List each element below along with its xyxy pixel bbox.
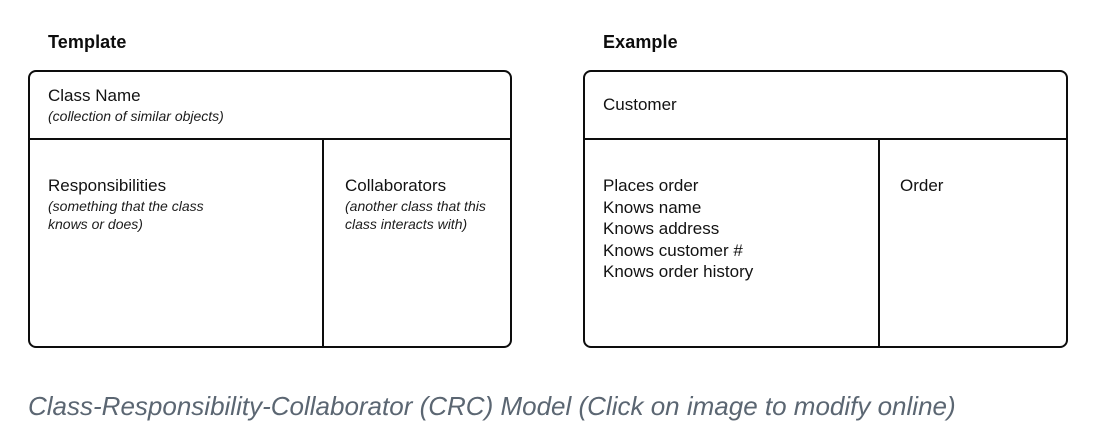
example-card-body: Places order Knows name Knows address Kn… <box>585 140 1066 346</box>
example-class-name-cell: Customer <box>585 72 1066 140</box>
template-class-name-title: Class Name <box>48 86 141 105</box>
template-responsibilities-title: Responsibilities <box>48 176 167 195</box>
template-collaborators-title: Collaborators <box>345 176 447 195</box>
template-collaborators-subtitle: (another class that this class interacts… <box>345 198 486 232</box>
example-responsibility-item: Knows address <box>603 219 720 238</box>
example-collaborators-cell: Order <box>878 140 1066 346</box>
figure-caption: Class-Responsibility-Collaborator (CRC) … <box>28 391 956 421</box>
example-heading: Example <box>603 32 678 52</box>
template-class-name-cell: Class Name (collection of similar object… <box>30 72 510 140</box>
template-card-body: Responsibilities (something that the cla… <box>30 140 510 346</box>
template-heading: Template <box>48 32 127 52</box>
template-collaborators-cell: Collaborators (another class that this c… <box>322 140 510 346</box>
template-responsibilities-cell: Responsibilities (something that the cla… <box>30 140 322 346</box>
example-class-name: Customer <box>603 95 677 114</box>
example-responsibility-item: Knows order history <box>603 262 754 281</box>
example-card[interactable]: Customer Places order Knows name Knows a… <box>583 70 1068 348</box>
example-responsibility-item: Knows name <box>603 197 702 217</box>
example-collaborator-item: Order <box>900 176 944 195</box>
example-responsibilities-cell: Places order Knows name Knows address Kn… <box>585 140 878 346</box>
example-responsibility-item: Knows customer # <box>603 240 743 260</box>
template-class-name-subtitle: (collection of similar objects) <box>48 108 224 124</box>
template-card[interactable]: Class Name (collection of similar object… <box>28 70 512 348</box>
template-responsibilities-subtitle: (something that the class knows or does) <box>48 198 204 232</box>
example-responsibility-item: Places order <box>603 176 699 195</box>
